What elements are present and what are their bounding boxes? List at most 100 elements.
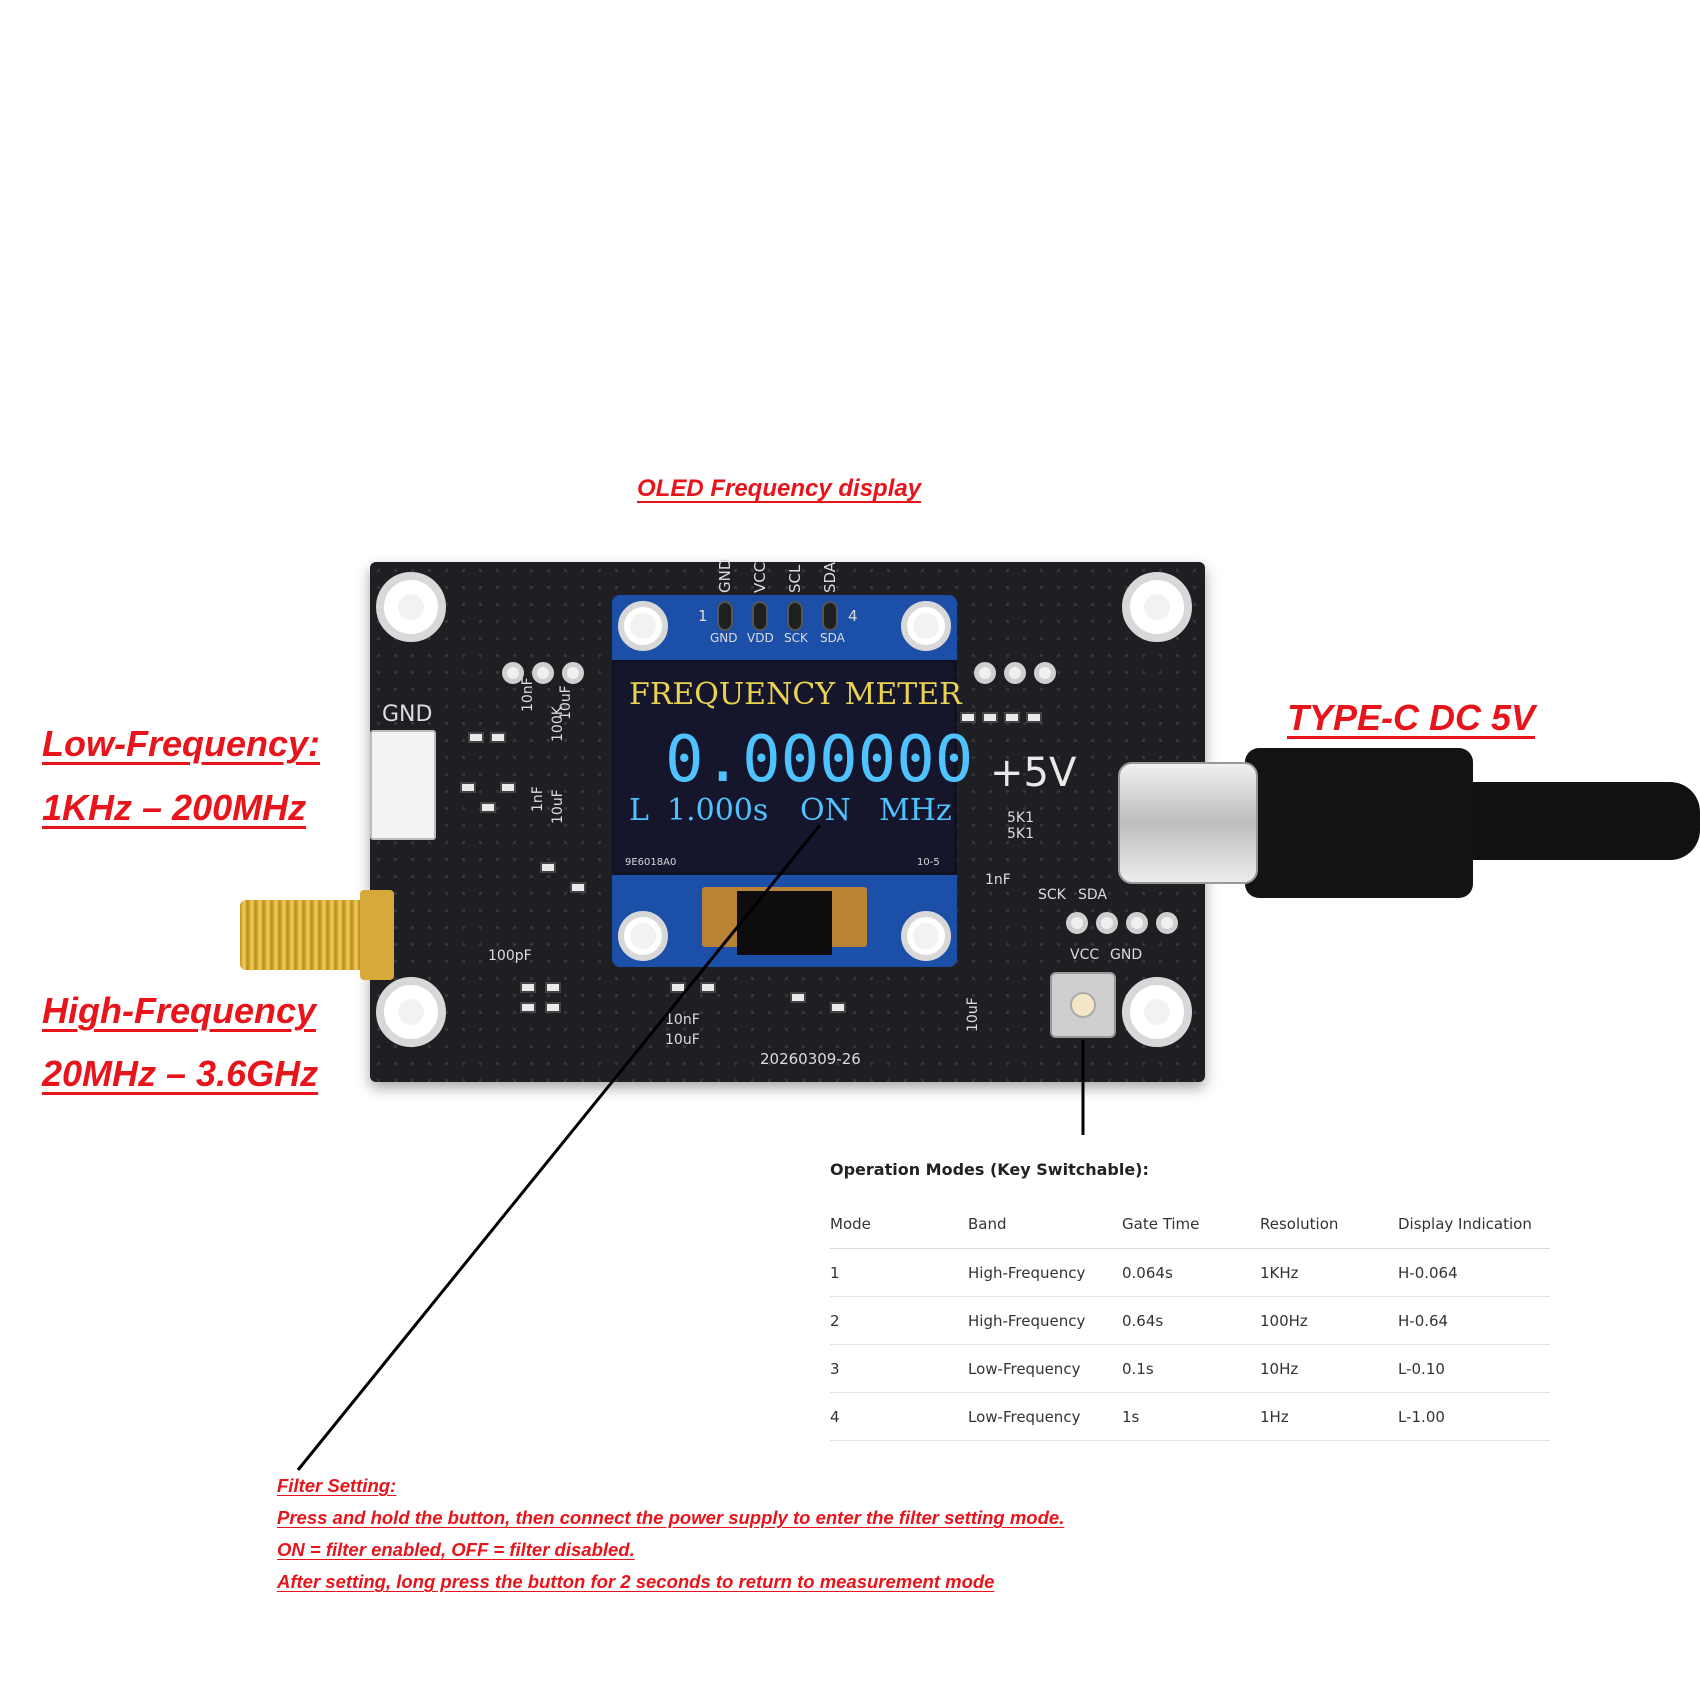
smd-part: [500, 782, 516, 793]
silk-1nf: 1nF: [985, 872, 1011, 888]
oled-ribbon-rev: 10-5: [917, 857, 940, 868]
oled-screen: FREQUENCY METER 0.000000 L 1.000s ON MHz…: [612, 660, 973, 875]
mode-push-button: [1050, 972, 1116, 1038]
column-header-mode: Mode: [830, 1200, 968, 1249]
cell-mode: 3: [830, 1344, 968, 1393]
cell-band: Low-Frequency: [968, 1392, 1122, 1441]
silk-date-code: 20260309-26: [760, 1050, 861, 1068]
oled-hole: [901, 911, 951, 961]
silk-plus5v: +5V: [990, 750, 1077, 796]
smd-part: [540, 862, 556, 873]
test-pad: [532, 662, 554, 684]
cell-display-indication: H-0.64: [1398, 1296, 1550, 1345]
oled-frequency-reading: 0.000000: [665, 723, 974, 797]
smd-part: [790, 992, 806, 1003]
oled-gate-time: 1.000s: [667, 793, 769, 828]
table-row: 2 High-Frequency 0.64s 100Hz H-0.64: [830, 1296, 1550, 1345]
usb-c-plug: [1118, 762, 1258, 884]
smd-part: [1026, 712, 1042, 723]
cell-resolution: 1KHz: [1260, 1248, 1398, 1297]
silk-5k1-b: 5K1: [1007, 826, 1034, 842]
header-pin: [1066, 912, 1088, 934]
oled-pin-one: 1: [698, 607, 708, 625]
smd-part: [480, 802, 496, 813]
cell-band: High-Frequency: [968, 1248, 1122, 1297]
test-pad: [974, 662, 996, 684]
oled-pin-gnd: GND: [710, 631, 738, 645]
cell-mode: 4: [830, 1392, 968, 1441]
test-pad: [502, 662, 524, 684]
silk-10uf-c: 10uF: [665, 1032, 700, 1048]
smd-part: [830, 1002, 846, 1013]
column-header-band: Band: [968, 1200, 1122, 1249]
smd-part: [670, 982, 686, 993]
smd-part: [960, 712, 976, 723]
sma-connector: [240, 900, 370, 970]
oled-ribbon-code: 9E6018A0: [625, 857, 677, 868]
header-pin: [1126, 912, 1148, 934]
oled-pin-vdd: VDD: [747, 631, 774, 645]
smd-part: [545, 1002, 561, 1013]
silk-header-sda: SDA: [1078, 887, 1107, 903]
smd-part: [545, 982, 561, 993]
oled-pin-four: 4: [848, 607, 858, 625]
usb-cable-tail: [1460, 782, 1700, 860]
smd-part: [700, 982, 716, 993]
oled-hole: [901, 601, 951, 651]
smd-part: [570, 882, 586, 893]
callout-high-frequency-title: High-Frequency: [42, 990, 317, 1031]
smd-part: [490, 732, 506, 743]
filter-setting-title: Filter Setting:: [277, 1475, 397, 1496]
table-row: 4 Low-Frequency 1s 1Hz L-1.00: [830, 1392, 1550, 1441]
smd-part: [982, 712, 998, 723]
cell-resolution: 10Hz: [1260, 1344, 1398, 1393]
column-header-display-indication: Display Indication: [1398, 1200, 1550, 1249]
cell-gate-time: 0.1s: [1122, 1344, 1260, 1393]
operation-modes-title: Operation Modes (Key Switchable):: [830, 1160, 1149, 1179]
oled-band: L: [629, 793, 649, 828]
column-header-resolution: Resolution: [1260, 1200, 1398, 1249]
test-pad: [1034, 662, 1056, 684]
silk-100pf: 100pF: [488, 948, 532, 964]
oled-ribbon-cover: [737, 891, 832, 955]
cell-gate-time: 0.64s: [1122, 1296, 1260, 1345]
test-pad: [1004, 662, 1026, 684]
header-pin: [1156, 912, 1178, 934]
oled-hole: [618, 911, 668, 961]
mount-hole-top-right: [1122, 572, 1192, 642]
smd-part: [1004, 712, 1020, 723]
silk-5k1-a: 5K1: [1007, 810, 1034, 826]
filter-setting-line-1: Press and hold the button, then connect …: [277, 1507, 1065, 1528]
test-pad: [562, 662, 584, 684]
jst-connector: [370, 730, 436, 840]
table-row: 3 Low-Frequency 0.1s 10Hz L-0.10: [830, 1344, 1550, 1393]
table-header-row: Mode Band Gate Time Resolution Display I…: [830, 1200, 1550, 1249]
callout-low-frequency-title: Low-Frequency:: [42, 723, 321, 764]
silk-header-sck: SCK: [1038, 887, 1066, 903]
callout-oled-display: OLED Frequency display: [637, 475, 922, 502]
smd-part: [460, 782, 476, 793]
column-header-gate-time: Gate Time: [1122, 1200, 1260, 1249]
callout-high-frequency-range: 20MHz – 3.6GHz: [42, 1053, 319, 1094]
oled-header-pin: [717, 601, 733, 631]
cell-resolution: 1Hz: [1260, 1392, 1398, 1441]
table-row: 1 High-Frequency 0.064s 1KHz H-0.064: [830, 1248, 1550, 1297]
filter-setting-line-3: After setting, long press the button for…: [277, 1571, 995, 1592]
oled-header-pin: [787, 601, 803, 631]
cell-band: High-Frequency: [968, 1296, 1122, 1345]
oled-hole: [618, 601, 668, 651]
header-pin: [1096, 912, 1118, 934]
cell-mode: 1: [830, 1248, 968, 1297]
oled-header-pin: [752, 601, 768, 631]
usb-cable: [1245, 748, 1473, 898]
oled-title: FREQUENCY METER: [629, 677, 962, 712]
silk-header-gnd: GND: [1110, 947, 1143, 963]
silk-header-vcc: VCC: [1070, 947, 1100, 963]
cell-mode: 2: [830, 1296, 968, 1345]
cell-display-indication: L-0.10: [1398, 1344, 1550, 1393]
cell-band: Low-Frequency: [968, 1344, 1122, 1393]
filter-pointer-line: [296, 824, 822, 1471]
smd-part: [520, 1002, 536, 1013]
cell-display-indication: H-0.064: [1398, 1248, 1550, 1297]
